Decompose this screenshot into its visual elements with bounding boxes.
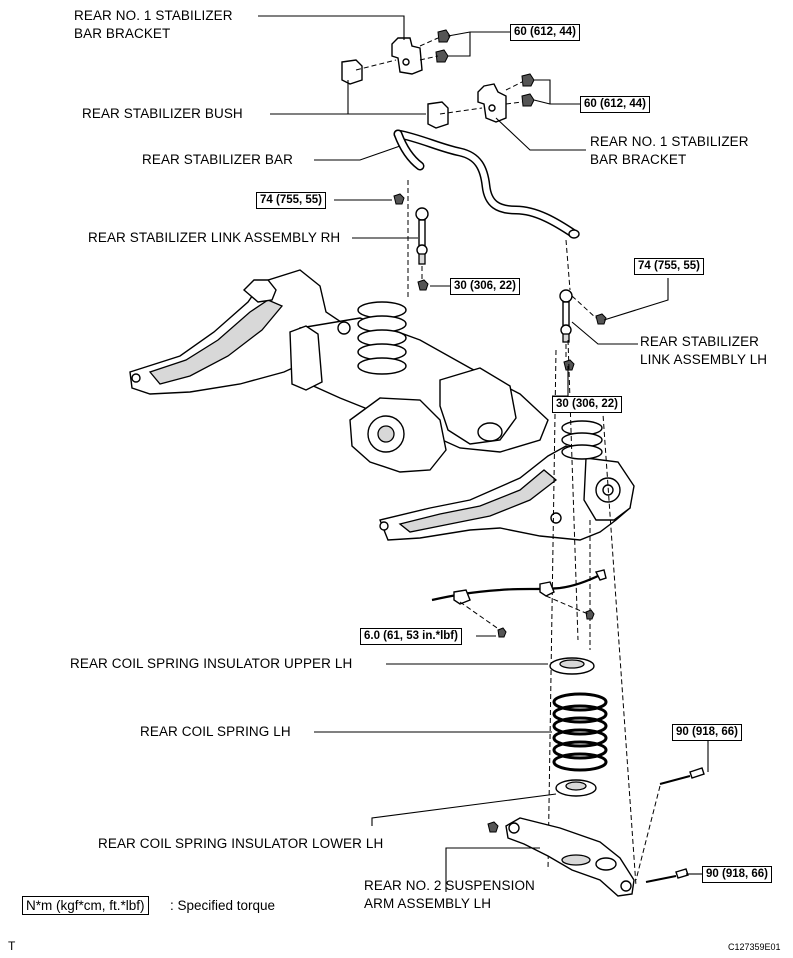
label-insulator-lower: REAR COIL SPRING INSULATOR LOWER LH	[98, 836, 384, 851]
footer-mark: T	[8, 939, 16, 953]
label-bracket-upper-line2: BAR BRACKET	[74, 26, 171, 41]
torque-box-arm-rear: 90 (918, 66)	[702, 866, 773, 883]
leader-lines	[258, 15, 709, 892]
label-bracket-lower-line1: REAR NO. 1 STABILIZER	[590, 134, 749, 149]
label-stabilizer-bar: REAR STABILIZER BAR	[142, 152, 293, 167]
torque-box-link-rh-lower: 30 (306, 22)	[450, 278, 521, 295]
torque-box-link-rh-upper: 74 (755, 55)	[256, 192, 327, 209]
upper-bracket-nuts	[435, 29, 451, 63]
arm-bolts	[645, 767, 705, 883]
upper-stabilizer-bush	[341, 59, 363, 85]
upper-stabilizer-bracket	[391, 37, 423, 75]
lower-bracket-nuts	[521, 73, 535, 107]
suspension-member	[129, 269, 635, 541]
stabilizer-link-lh	[559, 289, 607, 371]
coil-spring-lh	[552, 692, 608, 772]
label-link-lh-line1: REAR STABILIZER	[640, 334, 760, 349]
cable-bracket	[431, 569, 607, 638]
legend-torque-unit-box: N*m (kgf*cm, ft.*lbf)	[22, 896, 149, 915]
coil-spring-insulator-upper	[549, 657, 595, 675]
torque-box-link-lh-lower: 30 (306, 22)	[552, 396, 623, 413]
label-suspension-arm-line2: ARM ASSEMBLY LH	[364, 896, 492, 911]
illustration-code: C127359E01	[728, 942, 781, 952]
torque-box-bracket-upper: 60 (612, 44)	[510, 24, 581, 41]
label-link-lh-line2: LINK ASSEMBLY LH	[640, 352, 768, 367]
lower-stabilizer-bracket	[477, 83, 507, 123]
torque-box-bracket-lower: 60 (612, 44)	[580, 96, 651, 113]
torque-box-cable-bracket: 6.0 (61, 53 in.*lbf)	[360, 628, 462, 645]
lower-stabilizer-bush	[427, 101, 449, 129]
label-insulator-upper: REAR COIL SPRING INSULATOR UPPER LH	[70, 656, 353, 671]
torque-box-link-lh-upper: 74 (755, 55)	[634, 258, 705, 275]
label-coil-spring: REAR COIL SPRING LH	[140, 724, 291, 739]
rear-coil-spring-rh-installed	[357, 301, 407, 375]
stabilizer-link-rh	[393, 193, 429, 291]
legend-torque-text: : Specified torque	[170, 898, 276, 913]
label-stabilizer-bush: REAR STABILIZER BUSH	[82, 106, 243, 121]
coil-spring-insulator-lower	[555, 779, 597, 797]
rear-coil-spring-lh-installed	[561, 420, 603, 460]
label-bracket-lower-line2: BAR BRACKET	[590, 152, 687, 167]
label-suspension-arm-line1: REAR NO. 2 SUSPENSION	[364, 878, 535, 893]
label-link-rh: REAR STABILIZER LINK ASSEMBLY RH	[88, 230, 341, 245]
stabilizer-bar	[393, 129, 580, 239]
suspension-arm-lh	[487, 817, 635, 897]
torque-box-arm-front: 90 (918, 66)	[672, 724, 743, 741]
label-bracket-upper-line1: REAR NO. 1 STABILIZER	[74, 8, 233, 23]
